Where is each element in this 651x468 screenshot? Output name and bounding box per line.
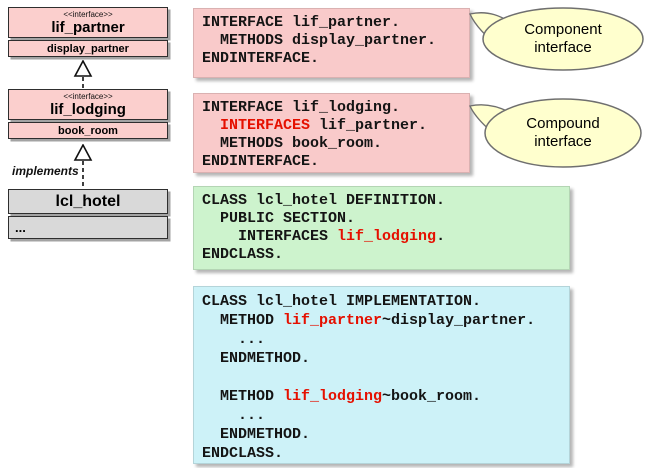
code-line: ...	[202, 406, 561, 425]
code-line: INTERFACES lif_lodging.	[202, 228, 561, 246]
code-text: INTERFACE lif_lodging.	[202, 99, 401, 116]
implements-label: implements	[12, 164, 79, 178]
implements-arrow-icon	[73, 144, 93, 188]
stereotype-label: <<interface>>	[63, 91, 113, 101]
uml-lif-lodging-method: book_room	[8, 122, 168, 139]
code-line: METHODS book_room.	[202, 135, 461, 153]
uml-lcl-hotel-header: lcl_hotel	[8, 189, 168, 214]
component-interface-label: Component interface	[524, 21, 602, 56]
component-interface-callout-bubble	[469, 7, 644, 71]
code-block-class-implementation: CLASS lcl_hotel IMPLEMENTATION. METHOD l…	[193, 286, 570, 464]
code-line: INTERFACES lif_partner.	[202, 117, 461, 135]
uml-lif-lodging-header: <<interface>> lif_lodging	[8, 89, 168, 120]
code-line	[202, 368, 561, 387]
code-text: ENDINTERFACE.	[202, 50, 320, 67]
code-keyword-red: lif_lodging	[337, 228, 437, 245]
code-text: ENDMETHOD.	[202, 426, 311, 443]
code-line: ...	[202, 330, 561, 349]
code-line: ENDINTERFACE.	[202, 50, 461, 68]
code-keyword-red: lif_partner	[283, 312, 383, 329]
code-block-interface-lif-partner: INTERFACE lif_partner. METHODS display_p…	[193, 8, 470, 78]
code-line: ENDCLASS.	[202, 444, 561, 463]
code-text: ...	[202, 331, 266, 348]
code-text: INTERFACE lif_partner.	[202, 14, 401, 31]
code-text	[202, 117, 220, 134]
code-line: ENDMETHOD.	[202, 349, 561, 368]
code-text: ~display_partner.	[382, 312, 536, 329]
stereotype-label: <<interface>>	[63, 9, 113, 19]
code-line: METHODS display_partner.	[202, 32, 461, 50]
code-text: CLASS lcl_hotel DEFINITION.	[202, 192, 446, 209]
code-line: ENDMETHOD.	[202, 425, 561, 444]
code-keyword-red: INTERFACES	[220, 117, 311, 134]
code-line: METHOD lif_partner~display_partner.	[202, 311, 561, 330]
code-text: CLASS lcl_hotel IMPLEMENTATION.	[202, 293, 482, 310]
code-block-class-definition: CLASS lcl_hotel DEFINITION. PUBLIC SECTI…	[193, 186, 570, 270]
uml-lcl-hotel-body: ...	[8, 216, 168, 239]
code-block-interface-lif-lodging: INTERFACE lif_lodging. INTERFACES lif_pa…	[193, 93, 470, 173]
interface-name: lif_lodging	[50, 100, 126, 118]
code-text: METHODS book_room.	[202, 135, 383, 152]
code-text: METHOD	[202, 312, 284, 329]
code-line: CLASS lcl_hotel DEFINITION.	[202, 192, 561, 210]
compound-interface-callout-bubble	[469, 98, 642, 168]
code-line: PUBLIC SECTION.	[202, 210, 561, 228]
code-text: ENDCLASS.	[202, 445, 284, 462]
uml-box-lcl-hotel: lcl_hotel ...	[8, 189, 168, 239]
code-line: CLASS lcl_hotel IMPLEMENTATION.	[202, 292, 561, 311]
code-line: METHOD lif_lodging~book_room.	[202, 387, 561, 406]
code-text: METHOD	[202, 388, 284, 405]
code-keyword-red: lif_lodging	[283, 388, 383, 405]
class-member-ellipsis: ...	[15, 219, 26, 235]
code-text: INTERFACES	[202, 228, 338, 245]
code-text: ENDMETHOD.	[202, 350, 311, 367]
code-text: ~book_room.	[382, 388, 482, 405]
interface-name: lif_partner	[51, 18, 125, 36]
code-text: ...	[202, 407, 266, 424]
generalization-arrow-icon	[73, 60, 93, 90]
code-text: .	[436, 228, 446, 245]
uml-lif-partner-method: display_partner	[8, 40, 168, 57]
uml-box-lif-lodging: <<interface>> lif_lodging book_room	[8, 89, 168, 139]
class-name: lcl_hotel	[55, 192, 121, 210]
code-text: lif_partner.	[310, 117, 428, 134]
code-line: ENDINTERFACE.	[202, 153, 461, 171]
code-line: INTERFACE lif_lodging.	[202, 99, 461, 117]
code-line: INTERFACE lif_partner.	[202, 14, 461, 32]
uml-lif-partner-header: <<interface>> lif_partner	[8, 7, 168, 38]
uml-box-lif-partner: <<interface>> lif_partner display_partne…	[8, 7, 168, 57]
code-line: ENDCLASS.	[202, 246, 561, 264]
code-text: METHODS display_partner.	[202, 32, 437, 49]
code-text: ENDCLASS.	[202, 246, 284, 263]
code-text: PUBLIC SECTION.	[202, 210, 356, 227]
compound-interface-label: Compound interface	[526, 115, 600, 150]
code-text: ENDINTERFACE.	[202, 153, 320, 170]
